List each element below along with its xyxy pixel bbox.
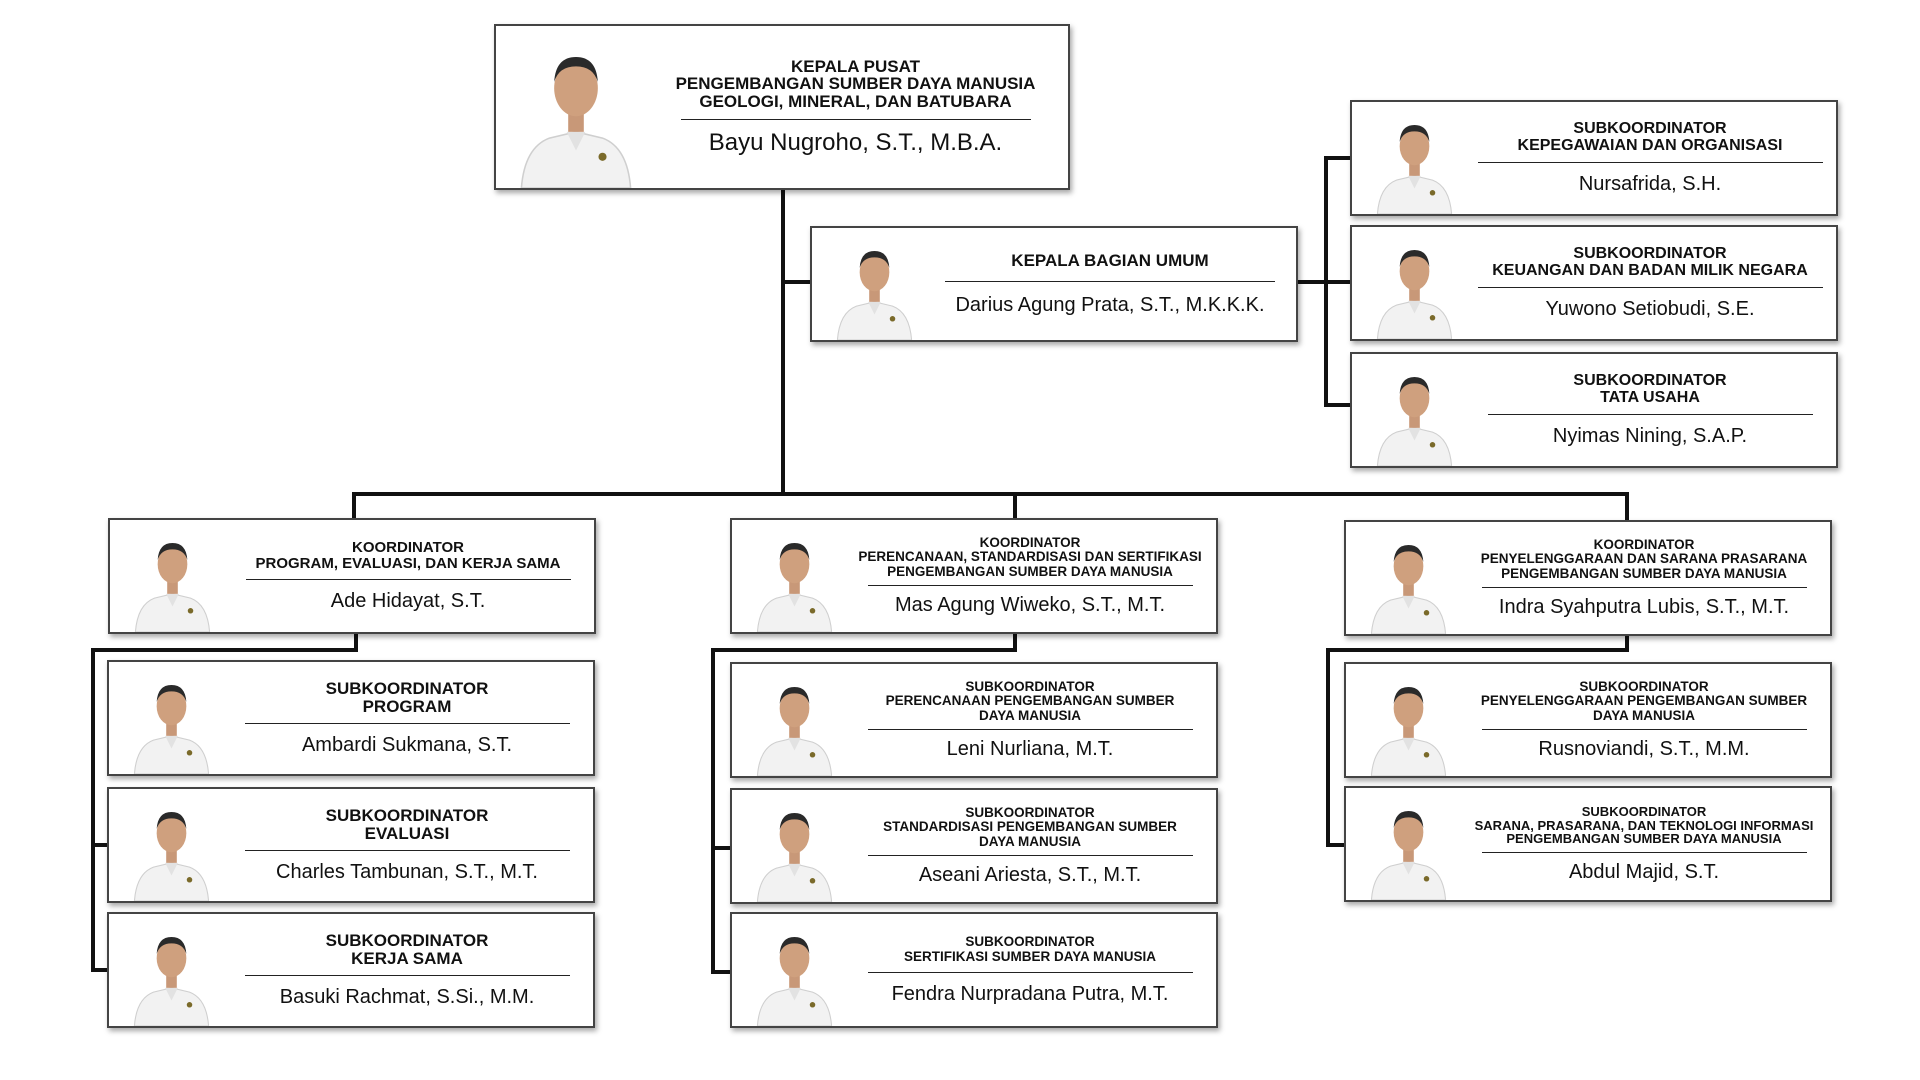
- person-photo: [109, 662, 221, 774]
- coordinator-name: Ade Hidayat, S.T.: [330, 590, 486, 613]
- divider: [867, 854, 1193, 856]
- subcoordinator-title: SUBKOORDINATOR SARANA, PRASARANA, DAN TE…: [1474, 804, 1814, 847]
- head-name: Bayu Nugroho, S.T., M.B.A.: [708, 129, 1003, 157]
- subcoordinator-title: SUBKOORDINATOR SERTIFIKASI SUMBER DAYA M…: [903, 934, 1157, 964]
- divider: [1481, 851, 1807, 853]
- subcoordinator-card: SUBKOORDINATOR PERENCANAAN PENGEMBANGAN …: [730, 662, 1218, 778]
- person-photo: [1346, 664, 1458, 776]
- divider: [867, 584, 1193, 586]
- head-card: KEPALA PUSAT PENGEMBANGAN SUMBER DAYA MA…: [494, 24, 1070, 190]
- coordinator-name: Indra Syahputra Lubis, S.T., M.T.: [1498, 595, 1790, 618]
- person-photo: [1352, 354, 1464, 466]
- coordinator-name: Mas Agung Wiweko, S.T., M.T.: [894, 593, 1166, 616]
- subcoordinator-name: Basuki Rachmat, S.Si., M.M.: [279, 986, 535, 1009]
- divider: [1487, 414, 1813, 416]
- subcoordinator-name: Abdul Majid, S.T.: [1568, 860, 1720, 883]
- umum-sub-name: Yuwono Setiobudi, S.E.: [1545, 298, 1755, 321]
- person-photo: [1346, 522, 1458, 634]
- divider: [244, 850, 570, 852]
- subcoordinator-name: Fendra Nurpradana Putra, M.T.: [891, 982, 1169, 1005]
- person-photo: [732, 914, 844, 1026]
- person-icon: [836, 250, 912, 340]
- coordinator-title: KOORDINATOR PENYELENGGARAAN DAN SARANA P…: [1480, 537, 1808, 581]
- umum-sub-name: Nyimas Nining, S.A.P.: [1552, 425, 1748, 448]
- person-icon: [133, 936, 209, 1026]
- umum-name: Darius Agung Prata, S.T., M.K.K.K.: [955, 294, 1265, 317]
- head-title: KEPALA PUSAT PENGEMBANGAN SUMBER DAYA MA…: [675, 56, 1036, 112]
- subcoordinator-title: SUBKOORDINATOR EVALUASI: [325, 805, 489, 843]
- person-icon: [520, 56, 631, 188]
- subcoordinator-name: Leni Nurliana, M.T.: [946, 737, 1114, 760]
- coordinator-title: KOORDINATOR PROGRAM, EVALUASI, DAN KERJA…: [255, 538, 561, 572]
- subcoordinator-card: SUBKOORDINATOR EVALUASI Charles Tambunan…: [107, 787, 595, 903]
- person-photo: [109, 914, 221, 1026]
- person-icon: [756, 812, 832, 902]
- subcoordinator-name: Aseani Ariesta, S.T., M.T.: [918, 863, 1142, 886]
- person-icon: [756, 686, 832, 776]
- person-icon: [1376, 124, 1452, 214]
- person-photo: [110, 520, 222, 632]
- coordinator-title: KOORDINATOR PERENCANAAN, STANDARDISASI D…: [858, 535, 1202, 579]
- divider: [1477, 162, 1823, 164]
- subcoordinator-title: SUBKOORDINATOR PROGRAM: [325, 678, 489, 716]
- subcoordinator-card: SUBKOORDINATOR SARANA, PRASARANA, DAN TE…: [1344, 786, 1832, 902]
- subcoordinator-card: SUBKOORDINATOR PENYELENGGARAAN PENGEMBAN…: [1344, 662, 1832, 778]
- divider: [245, 579, 571, 581]
- subcoordinator-card: SUBKOORDINATOR SERTIFIKASI SUMBER DAYA M…: [730, 912, 1218, 1028]
- person-icon: [756, 542, 832, 632]
- umum-sub-title: SUBKOORDINATOR TATA USAHA: [1573, 371, 1727, 406]
- subcoordinator-title: SUBKOORDINATOR PERENCANAAN PENGEMBANGAN …: [885, 679, 1175, 723]
- umum-title: KEPALA BAGIAN UMUM: [1011, 250, 1209, 270]
- subcoordinator-card: SUBKOORDINATOR STANDARDISASI PENGEMBANGA…: [730, 788, 1218, 904]
- subcoordinator-title: SUBKOORDINATOR KERJA SAMA: [325, 930, 489, 968]
- divider: [945, 281, 1275, 283]
- umum-sub-card: SUBKOORDINATOR KEPEGAWAIAN DAN ORGANISAS…: [1350, 100, 1838, 216]
- person-photo: [732, 520, 844, 632]
- subcoordinator-card: SUBKOORDINATOR KERJA SAMA Basuki Rachmat…: [107, 912, 595, 1028]
- umum-sub-title: SUBKOORDINATOR KEPEGAWAIAN DAN ORGANISAS…: [1517, 119, 1783, 154]
- coordinator-card: KOORDINATOR PERENCANAAN, STANDARDISASI D…: [730, 518, 1218, 634]
- person-photo: [1352, 227, 1464, 339]
- person-photo: [732, 664, 844, 776]
- subcoordinator-name: Ambardi Sukmana, S.T.: [301, 734, 513, 757]
- person-icon: [134, 542, 210, 632]
- person-icon: [133, 811, 209, 901]
- divider: [1477, 287, 1823, 289]
- umum-sub-card: SUBKOORDINATOR KEUANGAN DAN BADAN MILIK …: [1350, 225, 1838, 341]
- subcoordinator-title: SUBKOORDINATOR STANDARDISASI PENGEMBANGA…: [883, 805, 1177, 849]
- divider: [680, 119, 1031, 121]
- divider: [244, 723, 570, 725]
- person-icon: [756, 936, 832, 1026]
- divider: [1481, 586, 1807, 588]
- umum-sub-name: Nursafrida, S.H.: [1578, 173, 1722, 196]
- person-photo: [1346, 788, 1458, 900]
- person-icon: [1376, 376, 1452, 466]
- person-photo: [812, 228, 924, 340]
- person-photo: [109, 789, 221, 901]
- divider: [867, 971, 1193, 973]
- subcoordinator-name: Charles Tambunan, S.T., M.T.: [276, 861, 538, 884]
- person-icon: [1376, 249, 1452, 339]
- person-icon: [1370, 544, 1446, 634]
- umum-sub-card: SUBKOORDINATOR TATA USAHA Nyimas Nining,…: [1350, 352, 1838, 468]
- subcoordinator-card: SUBKOORDINATOR PROGRAM Ambardi Sukmana, …: [107, 660, 595, 776]
- coordinator-card: KOORDINATOR PENYELENGGARAAN DAN SARANA P…: [1344, 520, 1832, 636]
- person-photo: [1352, 102, 1464, 214]
- subcoordinator-name: Rusnoviandi, S.T., M.M.: [1538, 737, 1750, 760]
- umum-card: KEPALA BAGIAN UMUM Darius Agung Prata, S…: [810, 226, 1298, 342]
- subcoordinator-title: SUBKOORDINATOR PENYELENGGARAAN PENGEMBAN…: [1480, 679, 1808, 723]
- coordinator-card: KOORDINATOR PROGRAM, EVALUASI, DAN KERJA…: [108, 518, 596, 634]
- person-photo: [496, 26, 643, 188]
- umum-sub-title: SUBKOORDINATOR KEUANGAN DAN BADAN MILIK …: [1492, 244, 1808, 279]
- person-icon: [1370, 686, 1446, 776]
- person-icon: [1370, 810, 1446, 900]
- divider: [867, 728, 1193, 730]
- person-photo: [732, 790, 844, 902]
- divider: [244, 975, 570, 977]
- divider: [1481, 728, 1807, 730]
- person-icon: [133, 684, 209, 774]
